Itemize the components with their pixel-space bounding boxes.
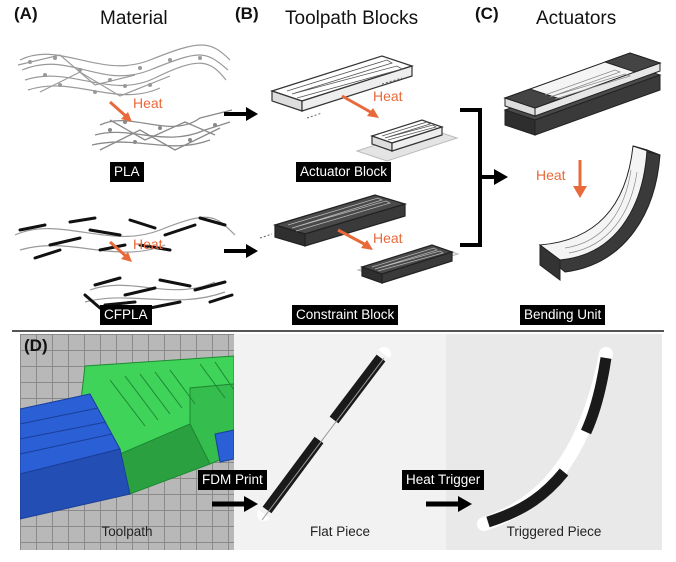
- heat-trigger-tag: Heat Trigger: [402, 470, 485, 490]
- actuator-block-label: Actuator Block: [296, 162, 392, 182]
- panel-b-letter: (B): [235, 4, 259, 23]
- cfpla-fiber-illustration: [14, 216, 236, 310]
- actuator-block-illustration: [270, 55, 459, 162]
- pla-label: PLA: [110, 162, 144, 182]
- arrow-a-to-b-bottom: [224, 244, 258, 258]
- actuator-bent-illustration: [538, 145, 661, 281]
- bending-unit-label: Bending Unit: [520, 305, 606, 325]
- caption-toolpath: Toolpath: [101, 524, 153, 539]
- bracket-b-to-c: [460, 108, 508, 247]
- constraint-block-label: Constraint Block: [292, 305, 399, 325]
- heat-label-actuator-c: Heat: [536, 167, 566, 183]
- flat-piece-photo: [234, 334, 446, 550]
- caption-triggered-piece: Triggered Piece: [506, 524, 602, 539]
- triggered-piece-render: [477, 347, 613, 531]
- toolpath-render: [20, 355, 234, 520]
- fdm-print-arrow: [212, 496, 258, 512]
- panel-b-title: Toolpath Blocks: [285, 8, 419, 29]
- actuator-straight-illustration: [503, 52, 662, 136]
- heat-label-pla: Heat: [133, 95, 163, 111]
- pla-fiber-illustration: [17, 44, 233, 151]
- flat-piece-render: [257, 347, 391, 521]
- panel-a-letter: (A): [14, 4, 38, 23]
- panel-c-letter: (C): [475, 4, 499, 23]
- heat-label-actuator: Heat: [373, 88, 403, 104]
- heat-label-constraint: Heat: [373, 230, 403, 246]
- triggered-piece-photo: [446, 334, 662, 550]
- constraint-block-illustration: [259, 194, 460, 284]
- section-divider: [12, 330, 664, 332]
- panel-a-title: Material: [100, 8, 168, 29]
- toolpath-photo: [20, 334, 234, 550]
- fdm-print-tag: FDM Print: [198, 470, 267, 490]
- panel-c-title: Actuators: [536, 8, 617, 29]
- arrow-a-to-b-top: [224, 107, 258, 121]
- panel-d-letter: (D): [24, 336, 48, 355]
- cfpla-label: CFPLA: [100, 305, 152, 325]
- heat-trigger-arrow: [426, 496, 472, 512]
- caption-flat-piece: Flat Piece: [309, 524, 371, 539]
- heat-label-cfpla: Heat: [133, 236, 163, 252]
